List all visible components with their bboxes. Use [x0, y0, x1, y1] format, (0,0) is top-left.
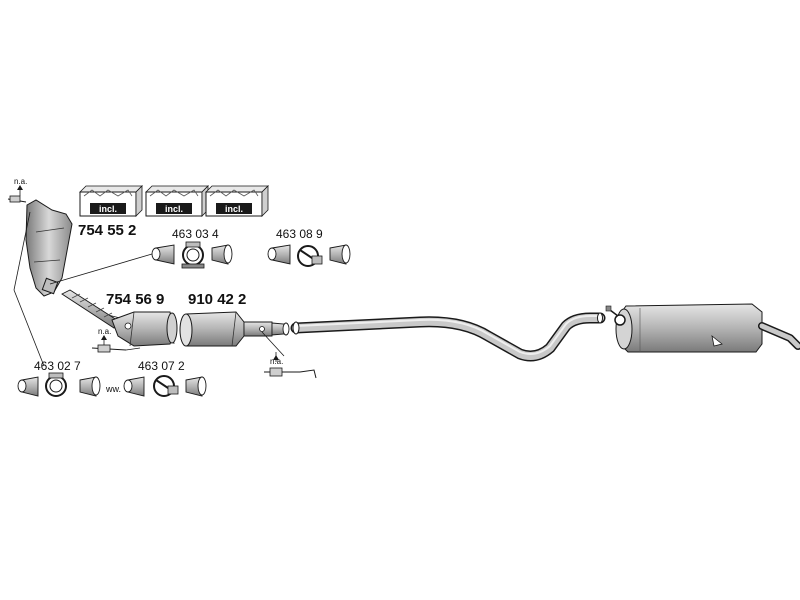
part-number-754-55-2: 754 55 2 [78, 222, 136, 239]
na-label-rear-sensor: n.a. [270, 357, 283, 366]
na-label-front-sensor: n.a. [14, 177, 27, 186]
sleeve-left [151, 244, 175, 265]
clamp-set-463-03-4 [151, 241, 233, 269]
kit-box-3: incl. [205, 185, 269, 217]
kit-box-1: incl. [79, 185, 143, 217]
part-number-463-03-4: 463 03 4 [172, 227, 219, 241]
clamp-set-463-07-2 [123, 375, 207, 397]
incl-label-2: incl. [165, 204, 183, 214]
part-number-910-42-2: 910 42 2 [188, 291, 246, 308]
middle-catalytic-converter [61, 289, 178, 347]
part-number-463-07-2: 463 07 2 [138, 359, 185, 373]
part-number-754-56-9: 754 56 9 [106, 291, 164, 308]
incl-label-1: incl. [99, 204, 117, 214]
rear-silencer [615, 303, 800, 353]
front-catalytic-converter [25, 199, 73, 297]
part-number-463-02-7: 463 02 7 [34, 359, 81, 373]
middle-oxygen-sensor: n.a. [91, 327, 141, 353]
clamp [181, 241, 205, 269]
clamp-set-463-02-7 [17, 372, 101, 397]
front-oxygen-sensor: n.a. [7, 177, 27, 203]
clamp-set-463-08-9 [267, 244, 351, 267]
particulate-filter [179, 311, 290, 347]
rear-sensor: n.a. [261, 331, 317, 379]
kit-box-2: incl. [145, 185, 209, 217]
part-number-463-08-9: 463 08 9 [276, 227, 323, 241]
incl-label-3: incl. [225, 204, 243, 214]
ww-label: ww. [105, 384, 121, 394]
rear-clamp [605, 305, 626, 326]
na-label-middle-sensor: n.a. [98, 327, 111, 336]
sleeve-right [211, 244, 233, 265]
middle-pipe [290, 312, 606, 362]
leader-lines [13, 211, 153, 367]
